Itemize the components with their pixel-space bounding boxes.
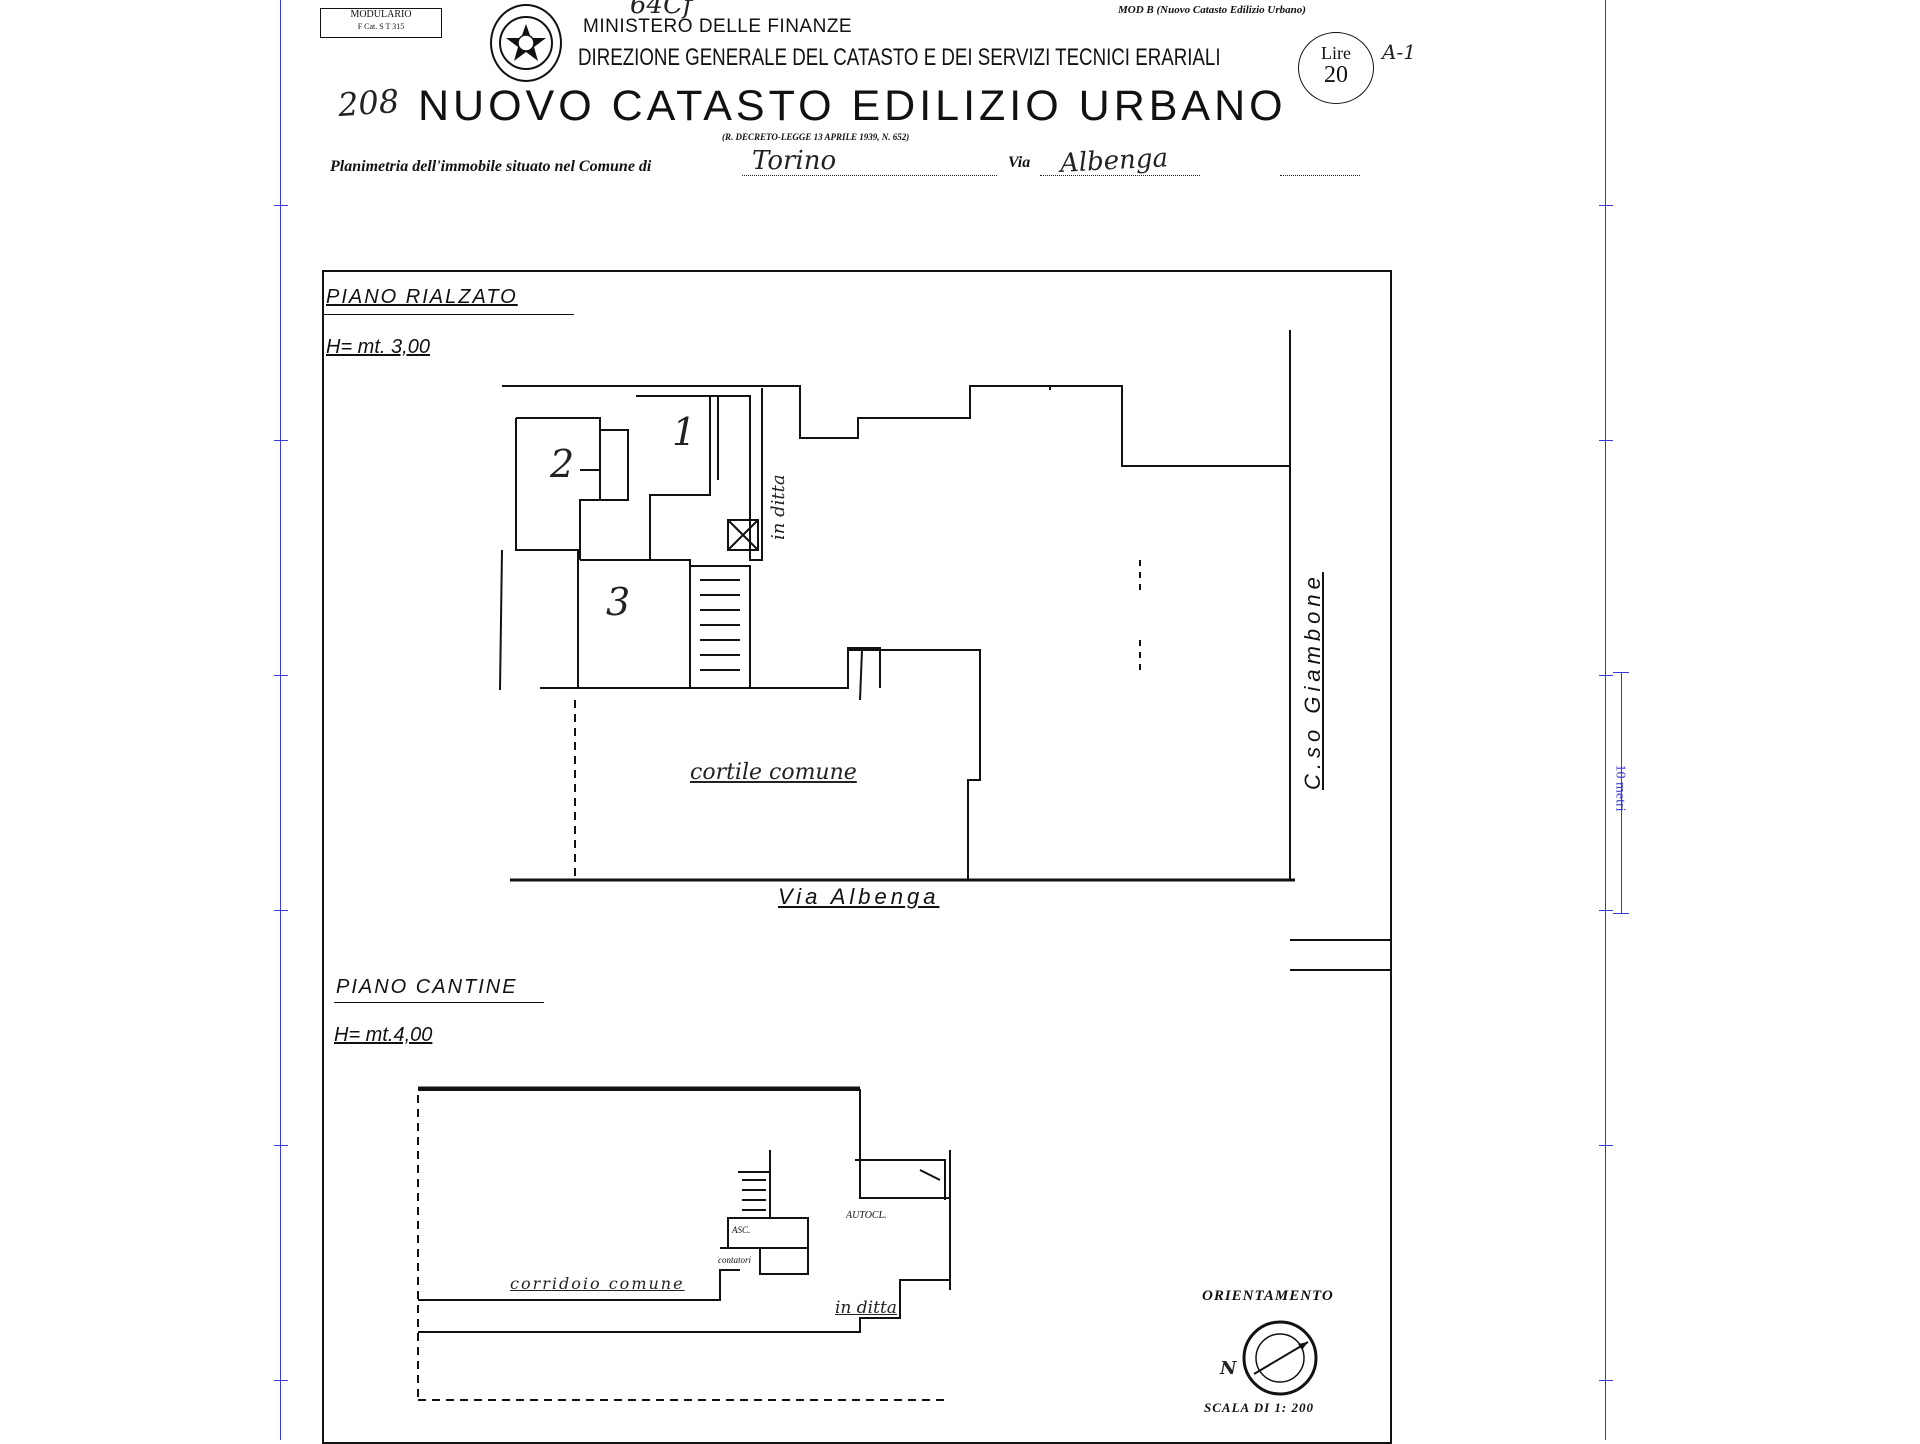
piano-cantine-title: PIANO CANTINE bbox=[336, 976, 518, 998]
piano-cantine-height: H= mt.4,00 bbox=[334, 1024, 433, 1046]
guide-tick bbox=[1599, 205, 1613, 206]
modulario-code: F Cat. S T 315 bbox=[357, 22, 405, 31]
emblem-star-icon bbox=[499, 16, 553, 70]
guide-tick bbox=[274, 1380, 288, 1381]
lire-label: Lire bbox=[1321, 43, 1351, 63]
lower-stairs bbox=[738, 1171, 771, 1219]
comune-dotline bbox=[742, 174, 997, 176]
modulario-box: MODULARIO F Cat. S T 315 bbox=[320, 8, 442, 38]
planimetria-label: Planimetria dell'immobile situato nel Co… bbox=[330, 158, 652, 175]
upper-apartment-walls bbox=[515, 418, 691, 689]
upper-lift-cross bbox=[727, 519, 759, 551]
asc-label: ASC. bbox=[732, 1225, 751, 1235]
guide-tick bbox=[274, 1145, 288, 1146]
lower-corridor-line bbox=[418, 1269, 740, 1301]
decree-line: (R. DECRETO-LEGGE 13 APRILE 1939, N. 652… bbox=[722, 132, 910, 142]
scale-bar bbox=[1621, 672, 1622, 914]
guide-tick bbox=[1599, 1380, 1613, 1381]
lower-rooms bbox=[720, 1150, 946, 1275]
guide-tick bbox=[274, 910, 288, 911]
scale-bar-bottom-cap bbox=[1613, 913, 1629, 914]
top-handwritten-code: 64Cf bbox=[630, 0, 693, 20]
room-number-2: 2 bbox=[550, 442, 575, 486]
compass-icon bbox=[1242, 1320, 1318, 1396]
lire-value: 20 bbox=[1324, 62, 1348, 88]
scale-label: SCALA DI 1: 200 bbox=[1204, 1400, 1314, 1415]
modulario-label: MODULARIO bbox=[350, 9, 412, 20]
room-number-3: 3 bbox=[606, 580, 631, 624]
piano-rialzato-title: PIANO RIALZATO bbox=[326, 286, 518, 308]
lower-right-wall bbox=[919, 1150, 951, 1290]
corridor-label: corridoio comune bbox=[510, 1274, 685, 1293]
orientation-label: ORIENTAMENTO bbox=[1202, 1288, 1334, 1304]
compass bbox=[1240, 1318, 1320, 1398]
piano-rialzato-height: H= mt. 3,00 bbox=[326, 336, 430, 358]
upper-room-walls bbox=[516, 388, 763, 561]
lower-building-outline bbox=[418, 1089, 951, 1333]
guide-tick bbox=[274, 675, 288, 676]
contatori-label: contatori bbox=[718, 1255, 751, 1265]
lire-stamp: Lire 20 bbox=[1298, 32, 1374, 104]
direction-line: DIREZIONE GENERALE DEL CATASTO E DEI SER… bbox=[578, 44, 1221, 71]
scale-bar-top-cap bbox=[1613, 672, 1629, 673]
piano-cantine-title-underline bbox=[334, 1002, 544, 1003]
upper-in-ditta-label: in ditta bbox=[768, 474, 789, 540]
piano-rialzato-title-underline bbox=[324, 314, 574, 315]
via-albenga-label: Via Albenga bbox=[778, 884, 940, 909]
corner-handwritten: A-1 bbox=[1382, 40, 1416, 64]
republic-emblem bbox=[490, 4, 562, 82]
ministry-line: MINISTERO DELLE FINANZE bbox=[583, 16, 853, 37]
right-guide-line bbox=[1605, 0, 1606, 1440]
guide-tick bbox=[1599, 1145, 1613, 1146]
upper-building-outline bbox=[502, 385, 1291, 880]
comune-value: Torino bbox=[752, 146, 837, 176]
via-dotline bbox=[1040, 174, 1200, 176]
upper-stair-walls bbox=[690, 565, 751, 689]
courtyard-label: cortile comune bbox=[690, 760, 857, 785]
guide-tick bbox=[1599, 675, 1613, 676]
via-label: Via bbox=[1008, 154, 1031, 171]
upper-lift bbox=[727, 519, 759, 551]
mod-b-label: MOD B (Nuovo Catasto Edilizio Urbano) bbox=[1118, 4, 1306, 16]
lower-in-ditta-label: in ditta bbox=[835, 1298, 897, 1318]
guide-tick bbox=[274, 205, 288, 206]
corso-giambone-label: C.so Giambone bbox=[1300, 572, 1325, 790]
upper-internal-lines bbox=[499, 549, 881, 701]
guide-tick bbox=[274, 440, 288, 441]
autocl-label: AUTOCL. bbox=[846, 1210, 887, 1221]
extra-dotline bbox=[1280, 174, 1360, 176]
guide-tick bbox=[1599, 910, 1613, 911]
document-title: NUOVO CATASTO EDILIZIO URBANO bbox=[418, 82, 1287, 130]
guide-tick bbox=[1599, 440, 1613, 441]
room-number-1: 1 bbox=[672, 410, 697, 454]
left-guide-line bbox=[280, 0, 281, 1440]
upper-right-block bbox=[1049, 330, 1291, 880]
north-label: N bbox=[1220, 1358, 1237, 1379]
